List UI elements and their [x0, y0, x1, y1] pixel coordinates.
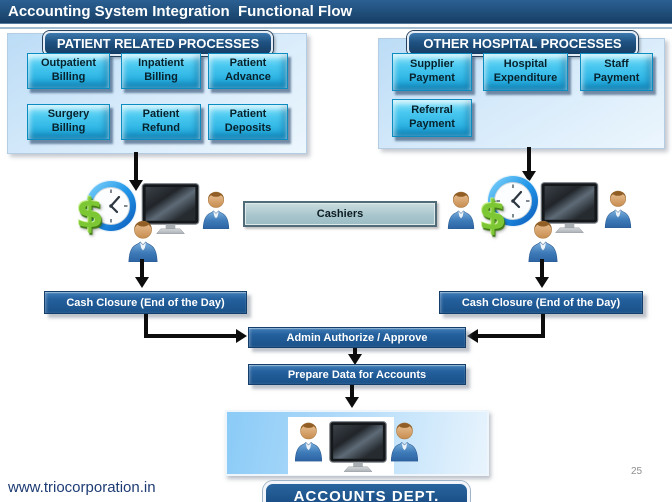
website-link[interactable]: www.triocorporation.in [8, 479, 156, 496]
admin-authorize-box: Admin Authorize / Approve [248, 327, 466, 348]
arrowhead-right-elbow [467, 329, 478, 343]
page-number: 25 [631, 466, 643, 477]
title-separator [0, 27, 672, 29]
arrowhead-admin-down [348, 354, 362, 365]
accounts-person-icon [291, 420, 326, 462]
monitor-icon [329, 421, 387, 473]
other-processes-header: OTHER HOSPITAL PROCESSES [407, 31, 638, 56]
arrowhead-right-panel-down [522, 171, 536, 182]
arrowhead-left-elbow [236, 329, 247, 343]
cashiers-bar: Cashiers [243, 201, 437, 227]
process-box-patient-advance: Patient Advance [208, 53, 288, 89]
accounts-person-icon [387, 420, 422, 462]
process-box-surgery-billing: Surgery Billing [27, 104, 110, 140]
prepare-data-box: Prepare Data for Accounts [248, 364, 466, 385]
connector-left-station-down [140, 259, 144, 278]
cashier-person-icon [199, 190, 233, 229]
arrowhead-left-panel-down [129, 180, 143, 191]
slide-title: Accounting System Integration Functional… [0, 0, 672, 24]
accounts-dept-label: ACCOUNTS DEPT. [263, 481, 470, 502]
process-box-staff-payment: Staff Payment [580, 53, 653, 91]
connector-right-station-down [540, 259, 544, 278]
dollar-icon: $ [479, 193, 507, 239]
connector-admin-down [353, 348, 357, 355]
cashier-person-icon [524, 219, 562, 262]
patient-processes-header: PATIENT RELATED PROCESSES [43, 31, 273, 56]
cash-closure-right-box: Cash Closure (End of the Day) [439, 291, 643, 314]
arrowhead-left-station-down [135, 277, 149, 288]
process-box-supplier-payment: Supplier Payment [392, 53, 472, 91]
connector-right-elbow-vertical [541, 314, 545, 338]
arrowhead-prepare-down [345, 397, 359, 408]
connector-right-panel-down [527, 147, 531, 172]
connector-prepare-down [350, 385, 354, 398]
process-box-hospital-expenditure: Hospital Expenditure [483, 53, 568, 91]
connector-left-panel-down [134, 152, 138, 181]
connector-right-elbow-horizontal [478, 334, 545, 338]
arrowhead-right-station-down [535, 277, 549, 288]
process-box-patient-refund: Patient Refund [121, 104, 201, 140]
cashier-person-icon [444, 190, 478, 229]
cashier-person-icon [601, 189, 635, 228]
process-box-inpatient-billing: Inpatient Billing [121, 53, 201, 89]
process-box-outpatient-billing: Outpatient Billing [27, 53, 110, 89]
dollar-icon: $ [76, 191, 104, 237]
cashier-person-icon [124, 219, 162, 262]
process-box-patient-deposits: Patient Deposits [208, 104, 288, 140]
connector-left-elbow-horizontal [144, 334, 236, 338]
process-box-referral-payment: Referral Payment [392, 99, 472, 137]
cash-closure-left-box: Cash Closure (End of the Day) [44, 291, 247, 314]
connector-left-elbow-vertical [144, 314, 148, 338]
